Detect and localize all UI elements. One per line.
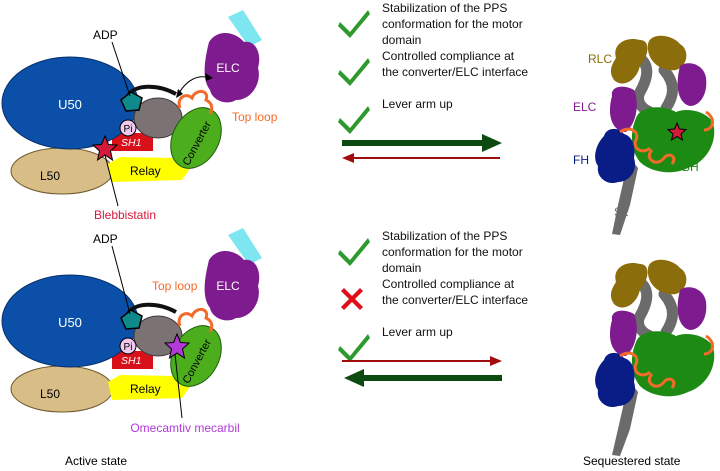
l50-label: L50 <box>40 387 60 401</box>
fh-label: FH <box>573 153 589 167</box>
check-icon <box>338 334 370 362</box>
pi-label: Pi <box>124 124 133 135</box>
blebbistatin-pointer <box>104 154 119 207</box>
rlc-shape-right <box>647 259 687 295</box>
elc-label: ELC <box>216 61 240 75</box>
bottom-motor: ADP U50 L50 Pi SH1 Relay Converter ELC T… <box>0 226 264 435</box>
elc-shape-left <box>609 310 637 356</box>
u50-label: U50 <box>58 315 82 330</box>
check-icon <box>338 106 370 134</box>
reverse-arrow-shaft <box>362 375 502 381</box>
elc-label: ELC <box>216 279 240 293</box>
check-icon <box>338 10 370 38</box>
criterion-text: the converter/ELC interface <box>382 293 528 307</box>
criterion-item: Lever arm up <box>338 97 453 134</box>
loop-a <box>619 127 652 153</box>
loop-c <box>703 110 714 132</box>
criterion-item: Controlled compliance at the converter/EL… <box>338 49 528 86</box>
criteria-list-top: Stabilization of the PPS conformation for… <box>338 1 528 134</box>
forward-arrow-head <box>482 134 502 152</box>
equilibrium-arrows-bottom <box>342 356 502 387</box>
sequestered-bottom <box>595 259 715 456</box>
s2-label: S2 <box>614 205 629 219</box>
active-state-label: Active state <box>65 454 127 468</box>
fh-shape <box>595 352 636 408</box>
criterion-text: Controlled compliance at <box>382 277 515 291</box>
forward-arrow-shaft <box>342 140 484 146</box>
lever-strand-b <box>658 288 678 338</box>
elc-shape-right <box>677 287 707 330</box>
rlc-shape-left <box>610 262 648 308</box>
u50-label: U50 <box>58 97 82 112</box>
criterion-item: Lever arm up <box>338 325 453 362</box>
equilibrium-arrows-top <box>342 134 502 163</box>
criterion-text: conformation for the motor <box>382 245 523 259</box>
loop-c <box>703 334 714 356</box>
adp-pointer <box>111 245 131 315</box>
omecamtiv-star-icon <box>163 332 191 360</box>
reverse-arrow-head <box>342 153 354 163</box>
adp-label: ADP <box>93 232 118 246</box>
bh-shape <box>631 107 715 173</box>
blebbistatin-label: Blebbistatin <box>94 208 156 222</box>
adp-label: ADP <box>93 28 118 42</box>
sequestered-state-label: Sequestered state <box>583 454 681 468</box>
criterion-item: Stabilization of the PPS conformation for… <box>338 1 523 47</box>
loop-b <box>647 372 676 389</box>
sh1-label: SH1 <box>121 355 141 367</box>
pi-label: Pi <box>124 342 133 353</box>
relay-label: Relay <box>130 164 161 178</box>
cross-icon <box>341 288 363 310</box>
elc-shape-left <box>609 86 637 132</box>
criterion-text: the converter/ELC interface <box>382 65 528 79</box>
rlc-label: RLC <box>588 52 612 66</box>
forward-arrow-head <box>490 356 502 366</box>
l50-label: L50 <box>40 169 60 183</box>
omecamtiv-label: Omecamtiv mecarbil <box>130 421 239 435</box>
criteria-list-bottom: Stabilization of the PPS conformation for… <box>338 229 528 362</box>
criterion-text: Lever arm up <box>382 97 453 111</box>
criterion-item: Stabilization of the PPS conformation for… <box>338 229 523 275</box>
lever-strand-b <box>658 64 678 114</box>
elc-shape-right <box>677 63 707 106</box>
criterion-text: Controlled compliance at <box>382 49 515 63</box>
lever-strand-a <box>632 52 656 118</box>
blebbistatin-star-icon <box>666 121 688 142</box>
sequestered-top: RLC ELC FH BH S2 <box>573 35 715 235</box>
relay-label: Relay <box>130 382 161 396</box>
sh1-label: SH1 <box>121 137 141 149</box>
rlc-shape-left <box>610 38 648 84</box>
adp-pointer <box>111 41 131 97</box>
omecamtiv-pointer <box>174 353 183 419</box>
elc-label: ELC <box>573 100 597 114</box>
rlc-shape-right <box>647 35 687 71</box>
criterion-text: Stabilization of the PPS <box>382 1 507 15</box>
criterion-item: Controlled compliance at the converter/EL… <box>341 277 528 310</box>
check-icon <box>338 58 370 86</box>
criterion-text: domain <box>382 33 421 47</box>
loop-a <box>619 351 652 377</box>
criterion-text: Stabilization of the PPS <box>382 229 507 243</box>
check-icon <box>338 238 370 266</box>
top-motor: ADP U50 L50 Pi SH1 Relay Converter ELC T… <box>0 8 278 222</box>
criterion-text: Lever arm up <box>382 325 453 339</box>
fh-shape <box>595 128 636 184</box>
bh-label: BH <box>682 160 699 174</box>
flex-arrow-head-left <box>176 89 183 98</box>
flex-arrow-head-right <box>205 73 213 81</box>
bh-shape <box>631 331 715 397</box>
top-loop-label: Top loop <box>152 279 198 293</box>
loop-b <box>647 148 676 165</box>
criterion-text: domain <box>382 261 421 275</box>
reverse-arrow-head <box>344 369 364 387</box>
top-loop-label: Top loop <box>232 110 278 124</box>
criterion-text: conformation for the motor <box>382 17 523 31</box>
lever-strand-a <box>632 276 656 342</box>
